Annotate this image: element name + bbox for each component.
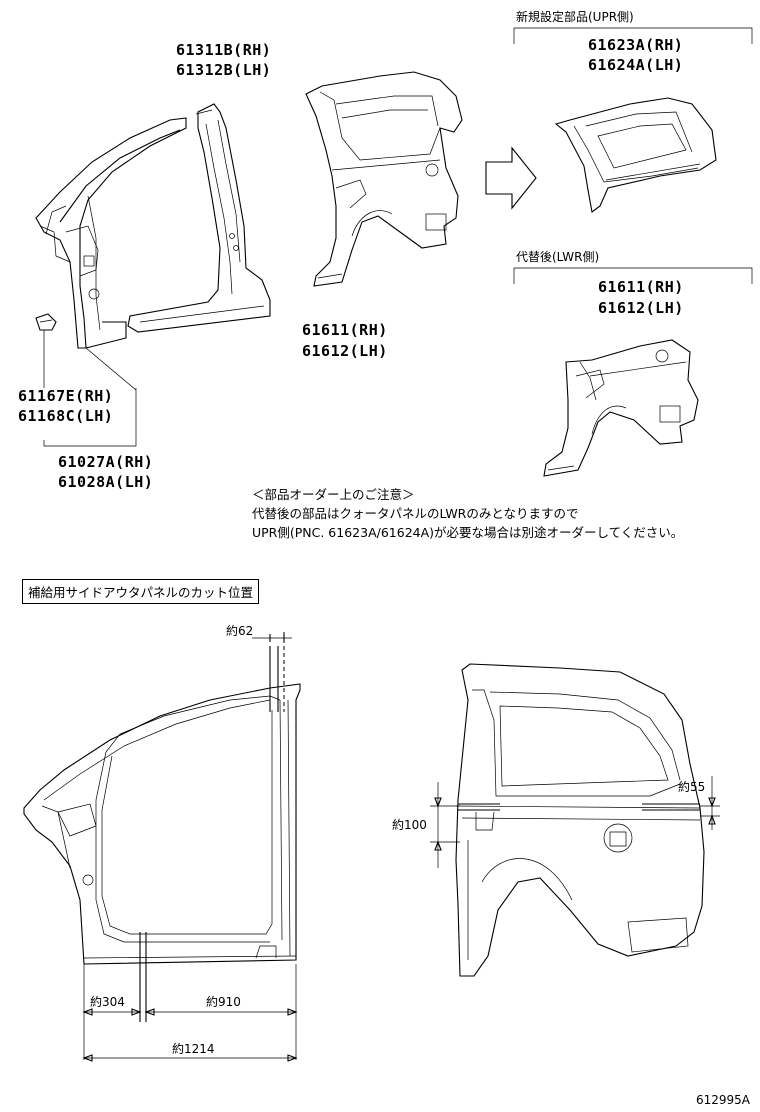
part-number-front-pillar-lh: 61312B(LH) <box>176 61 272 79</box>
cut-line-pillar <box>269 646 279 712</box>
cut-line-quarter <box>458 803 700 811</box>
cut-front-panel-drawing <box>23 683 301 965</box>
dim-label-100: 約100 <box>392 818 427 832</box>
leader-side-outer <box>43 330 137 447</box>
cut-quarter-panel-drawing <box>455 663 705 977</box>
order-note-title: ＜部品オーダー上のご注意＞ <box>252 487 415 502</box>
dim-label-55: 約55 <box>678 780 706 794</box>
part-number-upr-rh: 61623A(RH) <box>588 36 684 54</box>
lwr-header: 代替後(LWR側) <box>516 250 600 264</box>
cut-line-sill <box>139 932 147 1022</box>
side-outer-front-panel <box>35 117 187 349</box>
lwr-part-drawing <box>543 339 699 477</box>
dim-label-62: 約62 <box>226 624 254 638</box>
dim-100-line <box>430 782 460 868</box>
part-number-quarter-rh: 61611(RH) <box>302 321 388 339</box>
upr-header-bracket <box>513 27 753 44</box>
front-pillar-panel <box>127 103 271 333</box>
part-number-side-outer-rh: 61027A(RH) <box>58 453 154 471</box>
part-number-clip-lh: 61168C(LH) <box>18 407 114 425</box>
replacement-arrow <box>485 146 537 210</box>
part-number-front-pillar-rh: 61311B(RH) <box>176 41 272 59</box>
dim-label-1214: 約1214 <box>172 1042 215 1056</box>
quarter-panel <box>305 71 463 287</box>
upr-part-drawing <box>554 97 717 213</box>
lwr-header-bracket <box>513 267 753 284</box>
clip-part <box>35 313 57 331</box>
dim-label-304: 約304 <box>90 995 125 1009</box>
upr-header: 新規設定部品(UPR側) <box>516 10 634 24</box>
part-number-clip-rh: 61167E(RH) <box>18 387 114 405</box>
diagram-id: 612995A <box>696 1093 751 1107</box>
cut-section-title: 補給用サイドアウタパネルのカット位置 <box>22 579 260 604</box>
part-number-side-outer-lh: 61028A(LH) <box>58 473 154 491</box>
part-number-lwr-lh: 61612(LH) <box>598 299 684 317</box>
part-number-quarter-lh: 61612(LH) <box>302 342 388 360</box>
order-note-line-2: UPR側(PNC. 61623A/61624A)が必要な場合は別途オーダーしてく… <box>252 525 684 540</box>
dim-label-910: 約910 <box>206 995 241 1009</box>
dim-55-line <box>700 776 720 830</box>
part-number-upr-lh: 61624A(LH) <box>588 56 684 74</box>
order-note-line-1: 代替後の部品はクォータパネルのLWRのみとなりますので <box>252 506 579 521</box>
part-number-lwr-rh: 61611(RH) <box>598 278 684 296</box>
